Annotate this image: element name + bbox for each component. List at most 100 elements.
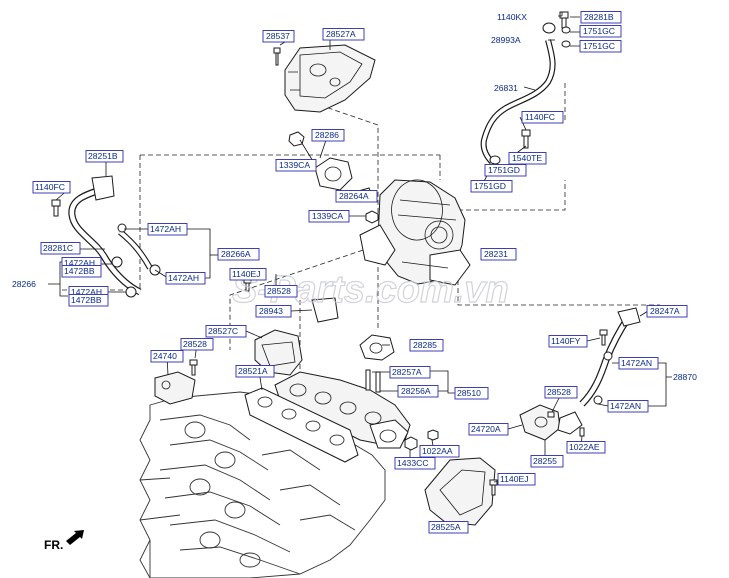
label-28251B[interactable]: 28251B — [88, 151, 118, 161]
label-28528-b[interactable]: 28528 — [183, 339, 207, 349]
label-28943[interactable]: 28943 — [259, 306, 283, 316]
label-28527A[interactable]: 28527A — [326, 29, 356, 39]
label-box-1540TE — [508, 152, 547, 165]
label-26831[interactable]: 26831 — [494, 83, 518, 93]
nut-1433CC — [404, 436, 418, 451]
label-28527C[interactable]: 28527C — [208, 326, 238, 336]
label-24720A[interactable]: 24720A — [471, 424, 501, 434]
label-28231[interactable]: 28231 — [484, 249, 508, 259]
label-box-28257A — [389, 366, 431, 379]
label-28521A[interactable]: 28521A — [238, 366, 268, 376]
gasket-28285 — [359, 334, 395, 361]
label-box-28281C — [40, 242, 81, 255]
label-box-1140EJ-a — [229, 268, 267, 281]
label-box-28266A — [217, 248, 260, 261]
label-1472AH-c[interactable]: 1472AH — [168, 273, 199, 283]
upper-heat-shield — [284, 44, 376, 113]
label-box-1022AA — [419, 445, 460, 458]
label-1140EJ-a[interactable]: 1140EJ — [232, 269, 261, 279]
gasket-28255 — [547, 411, 585, 437]
label-1540TE[interactable]: 1540TE — [512, 153, 542, 163]
label-1140FC-l[interactable]: 1140FC — [35, 182, 65, 192]
label-1751GC-b[interactable]: 1751GC — [583, 41, 615, 51]
label-1022AE[interactable]: 1022AE — [569, 442, 600, 452]
oil-return-pipe — [579, 307, 641, 407]
label-28528-a[interactable]: 28528 — [267, 286, 291, 296]
label-28281C[interactable]: 28281C — [43, 243, 73, 253]
label-1472AN-b[interactable]: 1472AN — [610, 401, 641, 411]
label-1140FY[interactable]: 1140FY — [551, 336, 581, 346]
label-box-28256A — [397, 385, 439, 398]
label-1140EJ-b[interactable]: 1140EJ — [500, 474, 529, 484]
label-28286[interactable]: 28286 — [315, 130, 339, 140]
label-28281B[interactable]: 28281B — [584, 12, 614, 22]
label-1339CA-b[interactable]: 1339CA — [312, 211, 343, 221]
label-box-1140EJ-b — [497, 473, 536, 486]
label-1140KX[interactable]: 1140KX — [497, 12, 527, 22]
label-1472AH-d[interactable]: 1472AH — [71, 287, 102, 297]
label-box-28231 — [480, 248, 517, 261]
label-28285[interactable]: 28285 — [413, 340, 437, 350]
label-1433CC[interactable]: 1433CC — [397, 458, 429, 468]
label-28257A[interactable]: 28257A — [392, 367, 422, 377]
label-28266[interactable]: 28266 — [12, 279, 36, 289]
label-box-1751GD-b — [470, 180, 513, 193]
label-1339CA-a[interactable]: 1339CA — [279, 160, 310, 170]
part-labels: 1140KX 28281B 28993A 1751GC 1751GC 28537… — [12, 11, 697, 534]
label-28266A[interactable]: 28266A — [221, 249, 251, 259]
label-1751GD-b[interactable]: 1751GD — [474, 181, 506, 191]
label-box-24720A — [468, 423, 509, 436]
label-box-1022AE — [566, 441, 606, 454]
label-1751GC-a[interactable]: 1751GC — [583, 26, 615, 36]
label-1140FC-r[interactable]: 1140FC — [525, 112, 555, 122]
label-28510[interactable]: 28510 — [457, 388, 481, 398]
label-box-1472BB-a — [61, 265, 102, 278]
label-1472AH-a[interactable]: 1472AH — [150, 224, 181, 234]
label-box-28527A — [322, 28, 365, 41]
label-box-1472AN-a — [618, 357, 659, 370]
turbocharger-assembly — [359, 179, 471, 286]
label-1472AH-b[interactable]: 1472AH — [64, 258, 95, 268]
label-28528-c[interactable]: 28528 — [547, 387, 571, 397]
label-28525A[interactable]: 28525A — [431, 522, 461, 532]
label-1022AA[interactable]: 1022AA — [422, 446, 453, 456]
label-1751GD-a[interactable]: 1751GD — [488, 165, 520, 175]
label-28870[interactable]: 28870 — [673, 372, 697, 382]
label-1472AN-a[interactable]: 1472AN — [621, 358, 652, 368]
label-28255[interactable]: 28255 — [533, 456, 557, 466]
turbo-gasket-28264A — [314, 157, 353, 191]
nut-1022AA — [427, 429, 439, 441]
bracket-24740 — [154, 359, 198, 405]
label-box-1339CA-a — [275, 159, 317, 172]
label-24740[interactable]: 24740 — [153, 351, 177, 361]
label-box-28525A — [428, 521, 469, 534]
label-28264A[interactable]: 28264A — [339, 191, 369, 201]
label-box-1751GD-a — [484, 164, 527, 177]
label-28256A[interactable]: 28256A — [401, 386, 431, 396]
label-28247A[interactable]: 28247A — [650, 306, 680, 316]
label-box-1472AH-a — [147, 223, 188, 236]
label-box-1140FC-l — [32, 181, 71, 194]
label-box-28281B — [580, 11, 622, 24]
label-box-1472AH-c — [165, 272, 206, 285]
label-box-1433CC — [394, 457, 436, 470]
label-box-28264A — [335, 190, 378, 203]
bolt-28537 — [273, 47, 281, 66]
label-box-1472AN-b — [607, 400, 649, 413]
label-box-28528-a — [264, 285, 298, 298]
label-28537[interactable]: 28537 — [266, 31, 290, 41]
label-box-28255 — [530, 455, 564, 468]
lower-heat-shield — [424, 457, 498, 526]
label-box-28528-c — [544, 386, 578, 399]
label-1472BB-a[interactable]: 1472BB — [64, 266, 95, 276]
label-box-28537 — [262, 30, 295, 43]
front-direction-indicator: FR. — [44, 530, 84, 552]
label-1472BB-b[interactable]: 1472BB — [71, 295, 102, 305]
label-box-24740 — [150, 350, 184, 363]
drain-flange-24720A — [519, 404, 561, 441]
label-box-28528-b — [180, 338, 214, 351]
label-box-28943 — [255, 305, 292, 318]
label-box-1751GC-b — [579, 40, 622, 53]
label-28993A[interactable]: 28993A — [491, 35, 521, 45]
